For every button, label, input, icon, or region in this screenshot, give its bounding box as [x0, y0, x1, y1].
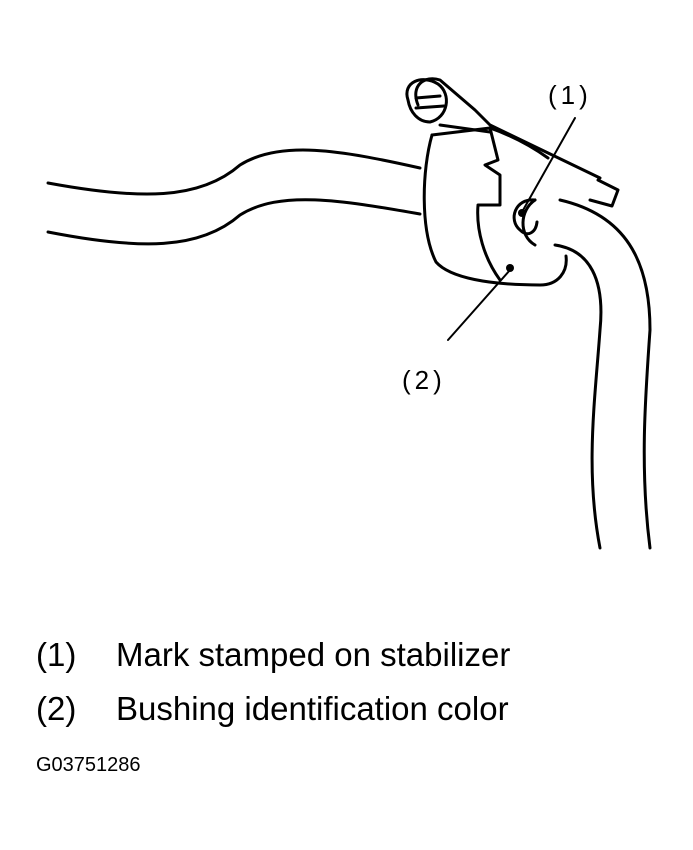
stabilizer-bar-bottom-edge [46, 198, 422, 246]
figure-id: G03751286 [36, 754, 141, 776]
stabilizer-mark [512, 198, 539, 236]
stabilizer-bushing-diagram [46, 77, 652, 550]
legend-text: Mark stamped on stabilizer [116, 636, 511, 673]
stabilizer-bar-cut-end [521, 198, 537, 247]
stabilizer-bar-right-outer [558, 198, 652, 550]
legend-number: (2) [36, 690, 77, 727]
callout-2-leader [447, 269, 511, 341]
legend-number: (1) [36, 636, 77, 673]
legend-text: Bushing identification color [116, 690, 509, 727]
stabilizer-bar-top-edge [46, 148, 422, 196]
callout-2-dot [506, 264, 514, 272]
callout-1-dot [518, 209, 526, 217]
callout-1-leader [521, 117, 576, 213]
stabilizer-bar-right-inner [553, 243, 603, 550]
bolt-head [405, 78, 448, 124]
callout-2-label: (2) [402, 365, 446, 395]
callout-1-label: (1) [548, 80, 592, 110]
bushing-outline [422, 133, 568, 287]
legend-item-2: (2) Bushing identification color [36, 690, 509, 728]
legend-item-1: (1) Mark stamped on stabilizer [36, 636, 510, 674]
